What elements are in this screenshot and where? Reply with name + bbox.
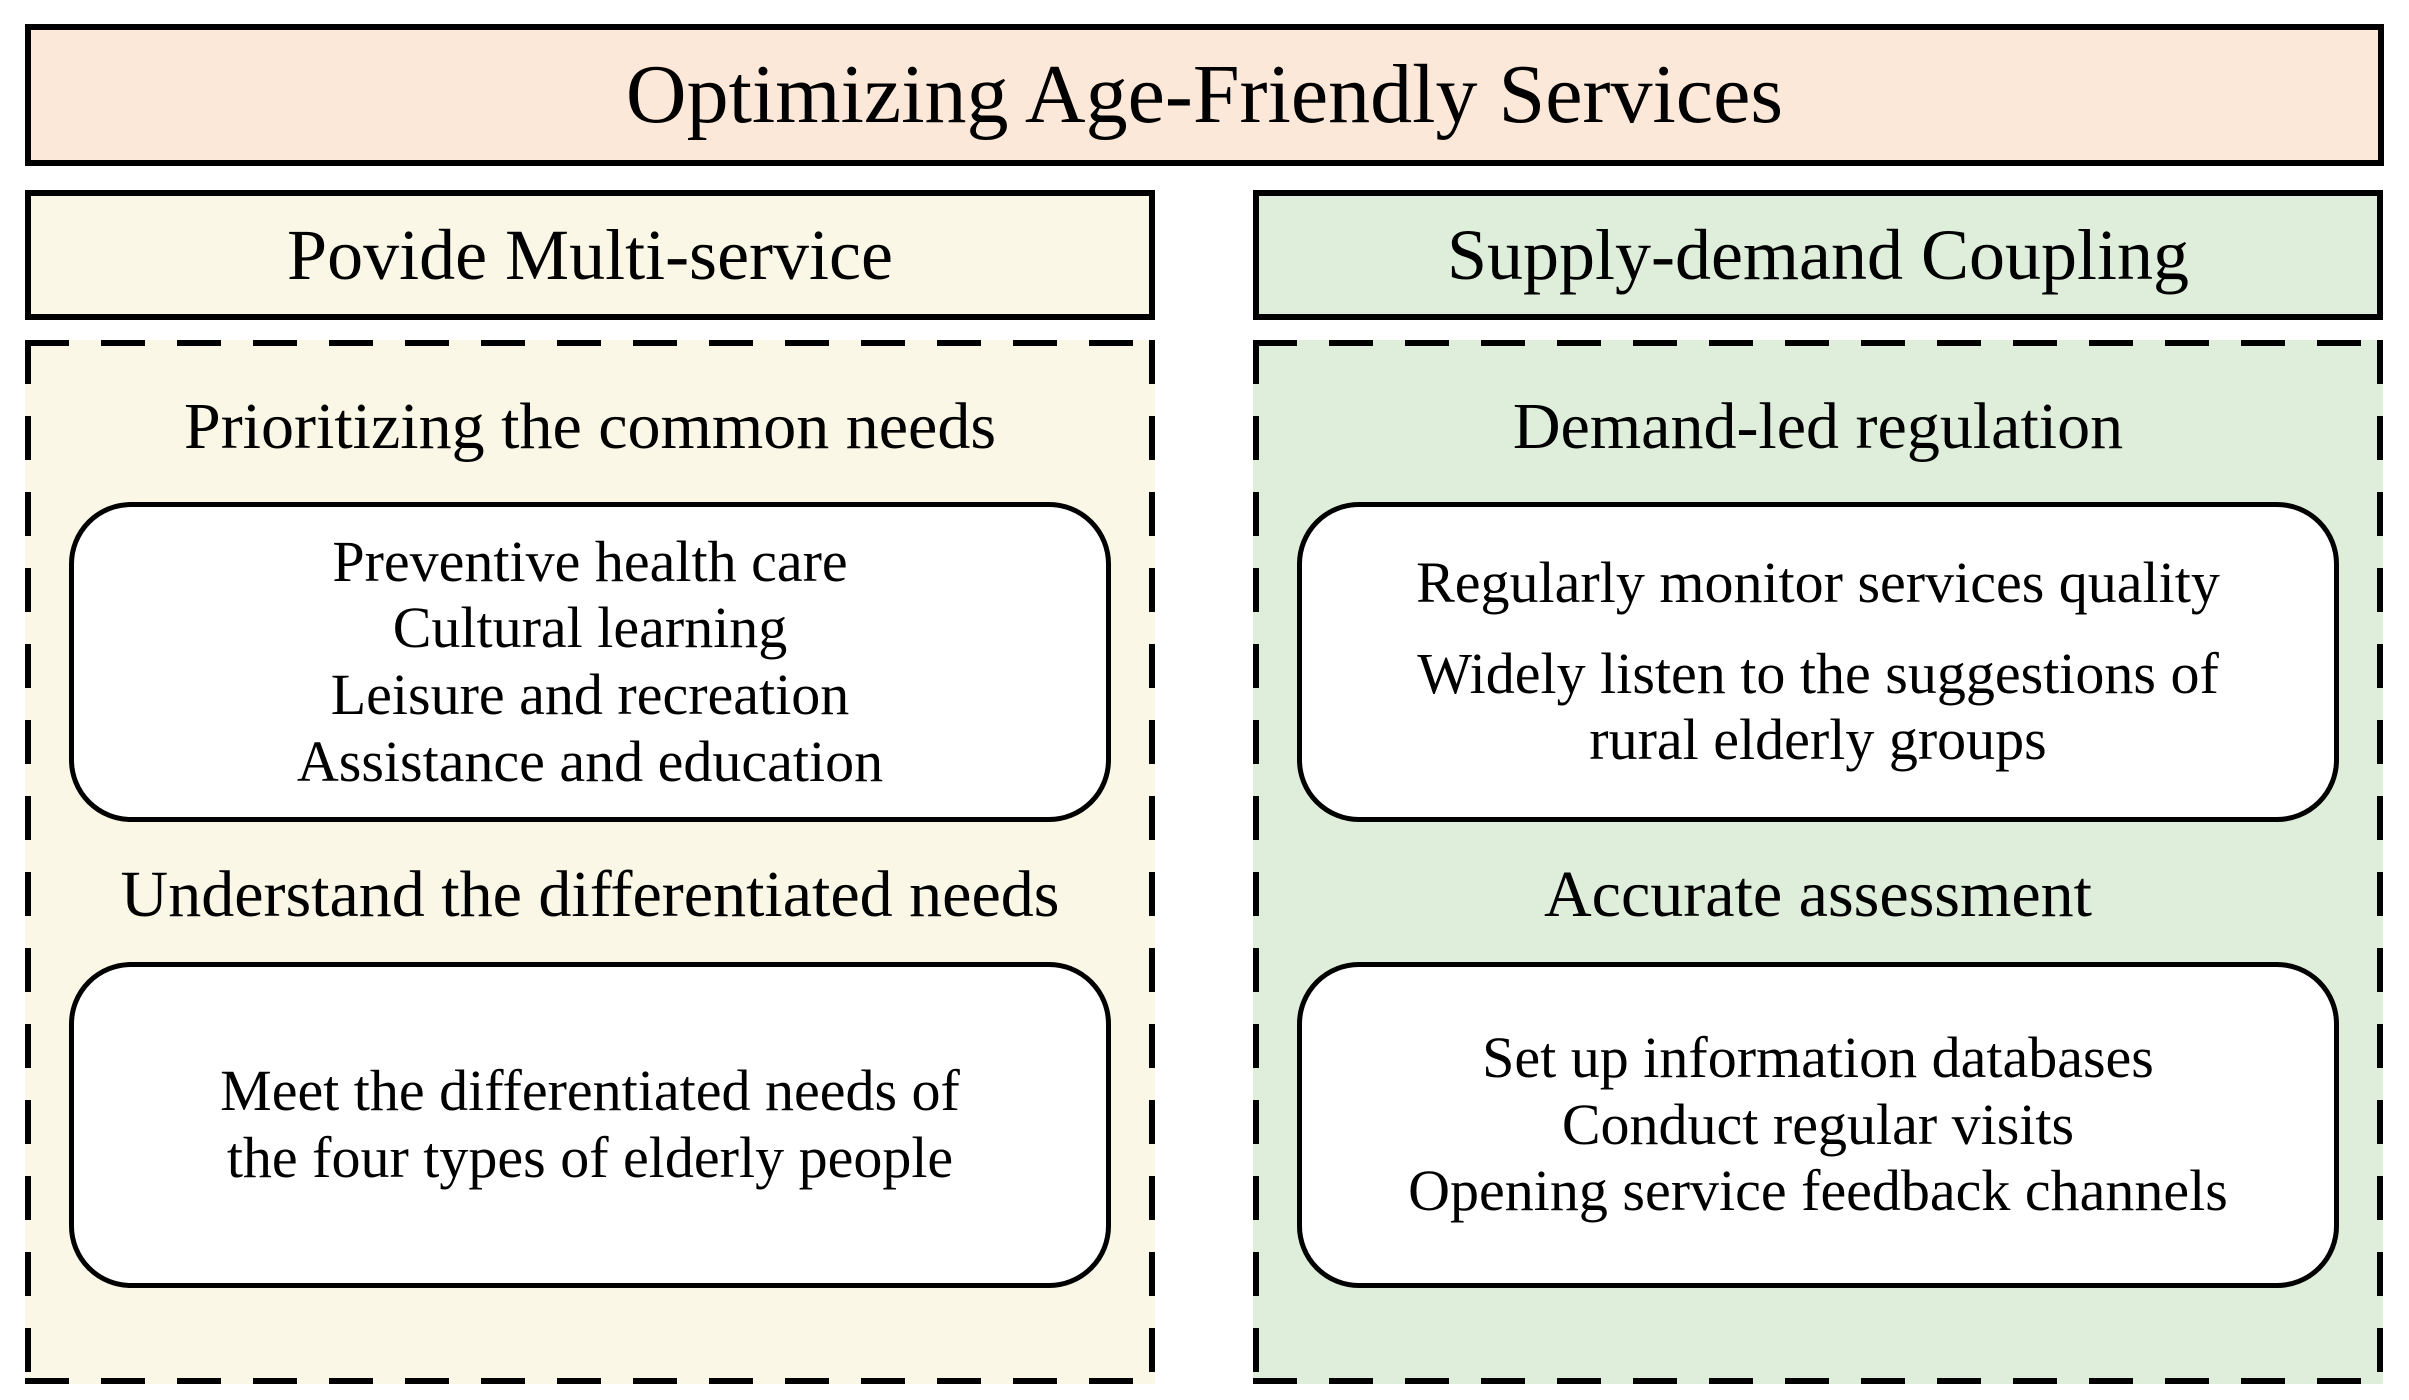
- differentiated-needs-box: Meet the differentiated needs of the fou…: [69, 962, 1111, 1288]
- common-needs-box: Preventive health care Cultural learning…: [69, 502, 1111, 822]
- supply-demand-header-label: Supply-demand Coupling: [1447, 215, 2189, 295]
- section-heading-differentiated-needs: Understand the differentiated needs: [120, 858, 1060, 931]
- box-item: Cultural learning: [392, 595, 788, 661]
- multi-service-header-label: Povide Multi-service: [287, 215, 893, 295]
- box-item: Widely listen to the suggestions of rura…: [1417, 640, 2219, 773]
- box-item: Conduct regular visits: [1561, 1091, 2075, 1157]
- box-item: Meet the differentiated needs of the fou…: [220, 1058, 960, 1190]
- diagram-title: Optimizing Age-Friendly Services: [625, 48, 1784, 141]
- box-item: Opening service feedback channels: [1408, 1158, 2228, 1224]
- section-heading-demand-led: Demand-led regulation: [1512, 390, 2124, 463]
- box-item: Leisure and recreation: [330, 662, 850, 727]
- box-item: Preventive health care: [332, 528, 848, 594]
- supply-demand-panel: Demand-led regulation Regularly monitor …: [1253, 340, 2383, 1384]
- section-heading-common-needs: Prioritizing the common needs: [183, 390, 996, 463]
- box-item: Assistance and education: [296, 728, 884, 794]
- demand-led-box: Regularly monitor services quality Widel…: [1297, 502, 2339, 822]
- box-item: Regularly monitor services quality: [1416, 549, 2220, 615]
- accurate-assessment-box: Set up information databases Conduct reg…: [1297, 962, 2339, 1288]
- supply-demand-header: Supply-demand Coupling: [1253, 190, 2383, 320]
- box-item: Set up information databases: [1482, 1024, 2154, 1090]
- multi-service-header: Povide Multi-service: [25, 190, 1155, 320]
- title-banner: Optimizing Age-Friendly Services: [25, 24, 2384, 166]
- multi-service-panel: Prioritizing the common needs Preventive…: [25, 340, 1155, 1384]
- section-heading-accurate-assessment: Accurate assessment: [1544, 858, 2092, 931]
